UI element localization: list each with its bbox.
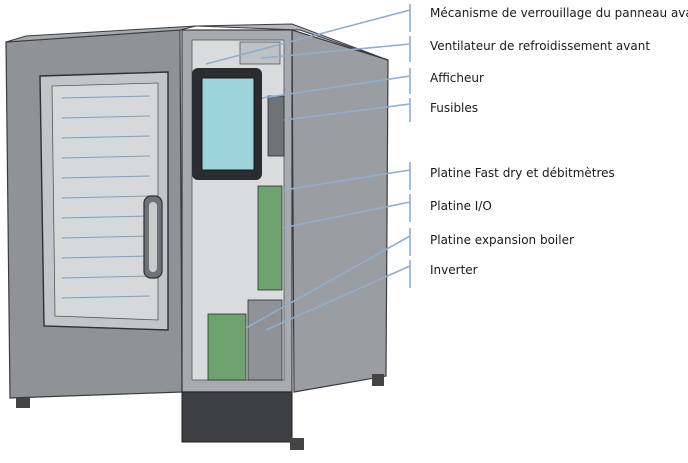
leader-fan (261, 43, 411, 59)
control-compartment (181, 29, 293, 443)
display-screen (201, 77, 255, 171)
leader-lock (205, 9, 411, 65)
label-boiler: Platine expansion boiler (430, 233, 574, 247)
label-display: Afficheur (430, 71, 484, 85)
rack-lines (61, 95, 151, 299)
leader-lines (205, 4, 411, 331)
oven-door (5, 25, 197, 399)
fuses-block (267, 95, 285, 157)
oven-side-panel (195, 23, 389, 393)
label-fastdry: Platine Fast dry et débitmètres (430, 166, 615, 180)
oven-base (181, 391, 293, 443)
leader-io (281, 201, 411, 229)
label-io: Platine I/O (430, 199, 492, 213)
label-inverter: Inverter (430, 263, 478, 277)
io-board (257, 185, 283, 291)
leader-inverter (265, 265, 411, 331)
boiler-board (207, 313, 247, 381)
leader-fuses (283, 103, 411, 121)
leader-boiler (245, 235, 411, 329)
label-fuses: Fusibles (430, 101, 479, 115)
label-lock: Mécanisme de verrouillage du panneau ava… (430, 6, 688, 20)
inverter-unit (247, 299, 283, 381)
label-fan: Ventilateur de refroidissement avant (430, 39, 651, 53)
leader-display (261, 75, 411, 99)
leader-fastdry (283, 169, 411, 191)
